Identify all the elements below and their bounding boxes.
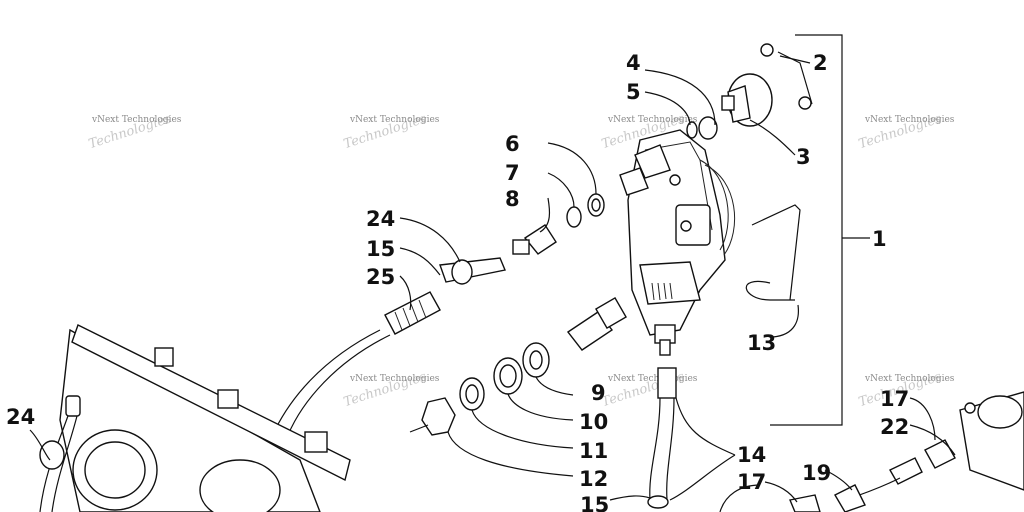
callout-11: 11: [579, 439, 608, 463]
fitting-parts-upper: [512, 193, 605, 255]
callout-17-right: 17: [880, 387, 909, 411]
watermark-8: vNext Technologies: [864, 374, 955, 384]
callout-13: 13: [747, 331, 776, 355]
callout-6: 6: [505, 132, 520, 156]
callout-2: 2: [813, 51, 828, 75]
drain-hose: [647, 367, 677, 509]
assembly-bracket: [770, 34, 870, 426]
fuel-pump-assembly: [719, 391, 1024, 512]
leader-lines: [29, 51, 956, 503]
retaining-clip: [745, 204, 801, 301]
fuel-line-upper: [274, 257, 506, 436]
callout-17-left: 17: [737, 470, 766, 494]
pressure-regulator-body: [619, 129, 736, 356]
watermark-4: vNext Technologies: [864, 115, 955, 125]
callout-14: 14: [737, 443, 766, 467]
callout-10: 10: [579, 410, 608, 434]
callout-labels: 1 2 3 4 5 6 7 8 9 10 11 12 13 14 15 15 1…: [6, 51, 909, 512]
callout-24-upper: 24: [366, 207, 395, 231]
callout-9: 9: [591, 381, 606, 405]
callout-15-lower: 15: [580, 493, 609, 512]
callout-3: 3: [796, 145, 811, 169]
watermark-7: vNext Technologies: [607, 374, 698, 384]
sensor-connector: [566, 297, 627, 351]
callout-1: 1: [872, 227, 887, 251]
throttle-body: [39, 324, 351, 512]
callout-25: 25: [366, 265, 395, 289]
washer-stack: [409, 342, 550, 436]
callout-4: 4: [626, 51, 641, 75]
callout-22: 22: [880, 415, 909, 439]
watermark-6: vNext Technologies: [349, 374, 440, 384]
callout-24-left: 24: [6, 405, 35, 429]
callout-8: 8: [505, 187, 520, 211]
callout-19: 19: [802, 461, 831, 485]
watermark-2: vNext Technologies: [349, 115, 440, 125]
callout-12: 12: [579, 467, 608, 491]
callout-5: 5: [626, 80, 641, 104]
callout-7: 7: [505, 161, 520, 185]
watermark-1: vNext Technologies: [91, 115, 182, 125]
watermark-group: Technologies vNext Technologies Technolo…: [87, 111, 955, 410]
callout-15-upper: 15: [366, 237, 395, 261]
regulator-cap: [686, 43, 812, 140]
watermark-3: vNext Technologies: [607, 115, 698, 125]
